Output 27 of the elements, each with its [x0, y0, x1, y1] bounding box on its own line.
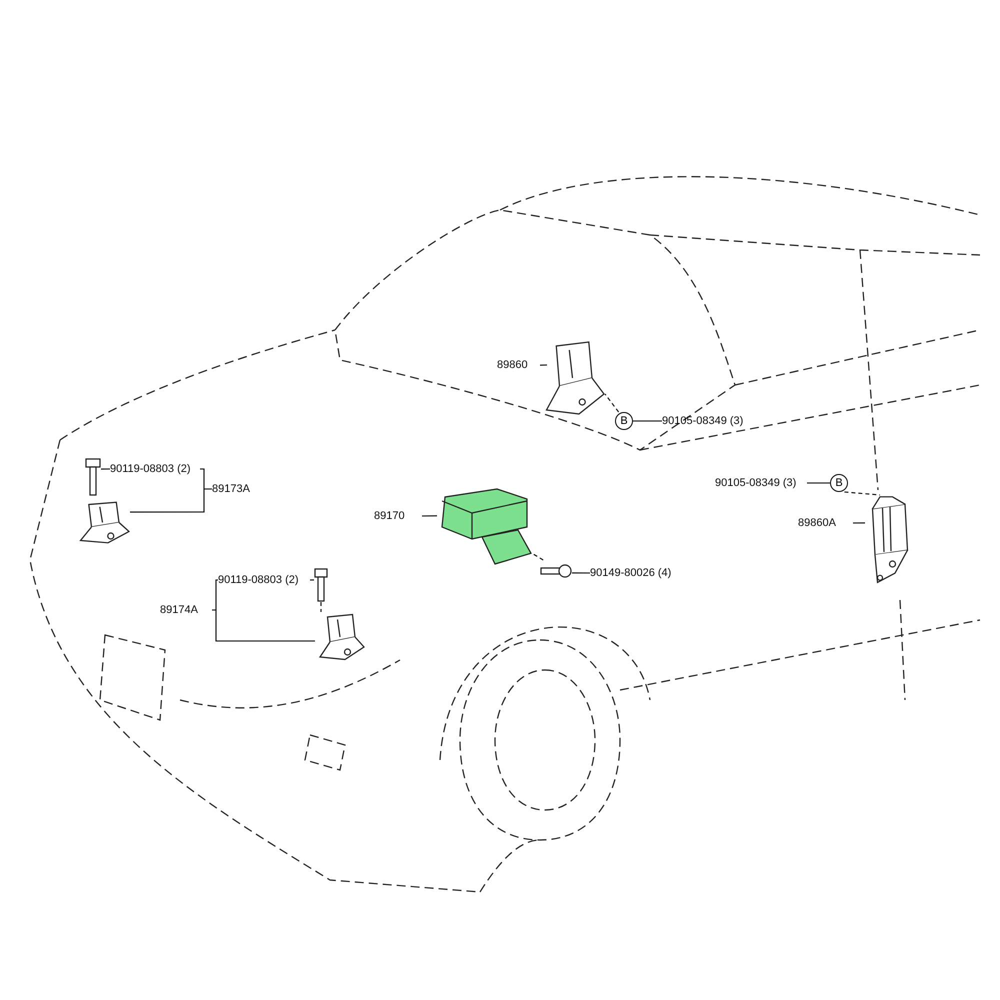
part-number: 90105-08349 (3): [715, 475, 807, 491]
bolt-drawing: [314, 568, 328, 602]
leader-line: [633, 420, 662, 422]
part-number: 90105-08349 (3): [662, 413, 754, 429]
circled-letter: B: [615, 412, 633, 430]
leader-line: [101, 468, 110, 470]
leader-line: [853, 522, 865, 524]
leader-line: [320, 602, 322, 612]
leader-line: [540, 364, 548, 366]
leader-line: [604, 394, 620, 412]
leader-line: [532, 552, 544, 560]
part-number: 89173A: [212, 481, 264, 497]
bolt-drawing: [85, 458, 101, 496]
part-number: 89860A: [798, 515, 853, 531]
part-number: 89170: [374, 508, 422, 524]
part-number: 90119-08803 (2): [218, 572, 310, 588]
part-number: 89860: [497, 357, 547, 373]
part-number: 90149-80026 (4): [590, 565, 682, 581]
leader-line: [844, 491, 880, 496]
leader-line: [212, 609, 315, 642]
leader-line: [807, 482, 830, 484]
part-number: 89174A: [160, 602, 212, 618]
leader-line: [572, 572, 590, 574]
circled-letter: B: [830, 474, 848, 492]
part-number: 90119-08803 (2): [110, 461, 200, 477]
leader-line: [422, 515, 437, 517]
leader-line: [310, 579, 314, 581]
